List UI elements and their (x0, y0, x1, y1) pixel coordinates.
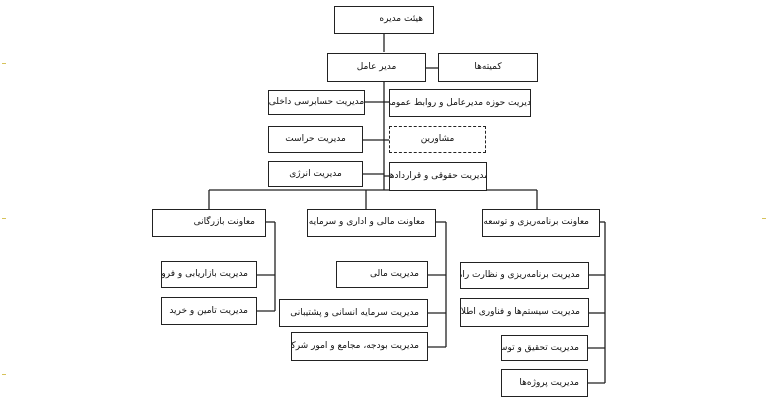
finance-unit-budget: مدیریت بودجه، مجامع و امور شرکت‌ها (291, 332, 428, 361)
internal-audit-box: مدیریت حسابرسی داخلی (268, 90, 365, 115)
planning-unit-it: مدیریت سیستم‌ها و فناوری اطلاعات (460, 298, 589, 327)
margin-mark (2, 374, 6, 375)
energy-box: مدیریت انرژی (268, 161, 363, 187)
margin-mark (2, 218, 6, 219)
planning-unit-projects: مدیریت پروژه‌ها (501, 369, 588, 397)
deputy-finance-box: معاونت مالی و اداری و سرمایه انسانی (307, 209, 436, 237)
consultants-box: مشاورین (389, 126, 486, 153)
commerce-unit-procurement: مدیریت تامین و خرید (161, 297, 257, 325)
committees-box: کمیته‌ها (438, 53, 538, 82)
ceo-office-box: مدیریت حوزه مدیرعامل و روابط عمومی (389, 89, 531, 117)
finance-unit-financial: مدیریت مالی (336, 261, 428, 288)
security-box: مدیریت حراست (268, 126, 363, 153)
board-box: هیئت مدیره (334, 6, 434, 34)
commerce-unit-marketing: مدیریت بازاریابی و فروش (161, 261, 257, 288)
margin-mark (2, 63, 6, 64)
planning-unit-rnd: مدیریت تحقیق و توسعه (501, 335, 588, 361)
planning-unit-strategic: مدیریت برنامه‌ریزی و نظارت راهبردی (460, 262, 589, 289)
deputy-commerce-box: معاونت بازرگانی (152, 209, 266, 237)
ceo-box: مدیر عامل (327, 53, 426, 82)
margin-mark (762, 218, 766, 219)
finance-unit-hr: مدیریت سرمایه انسانی و پشتیبانی (279, 299, 428, 327)
deputy-planning-box: معاونت برنامه‌ریزی و توسعه (482, 209, 600, 237)
legal-box: مدیریت حقوقی و قراردادها (389, 162, 487, 191)
